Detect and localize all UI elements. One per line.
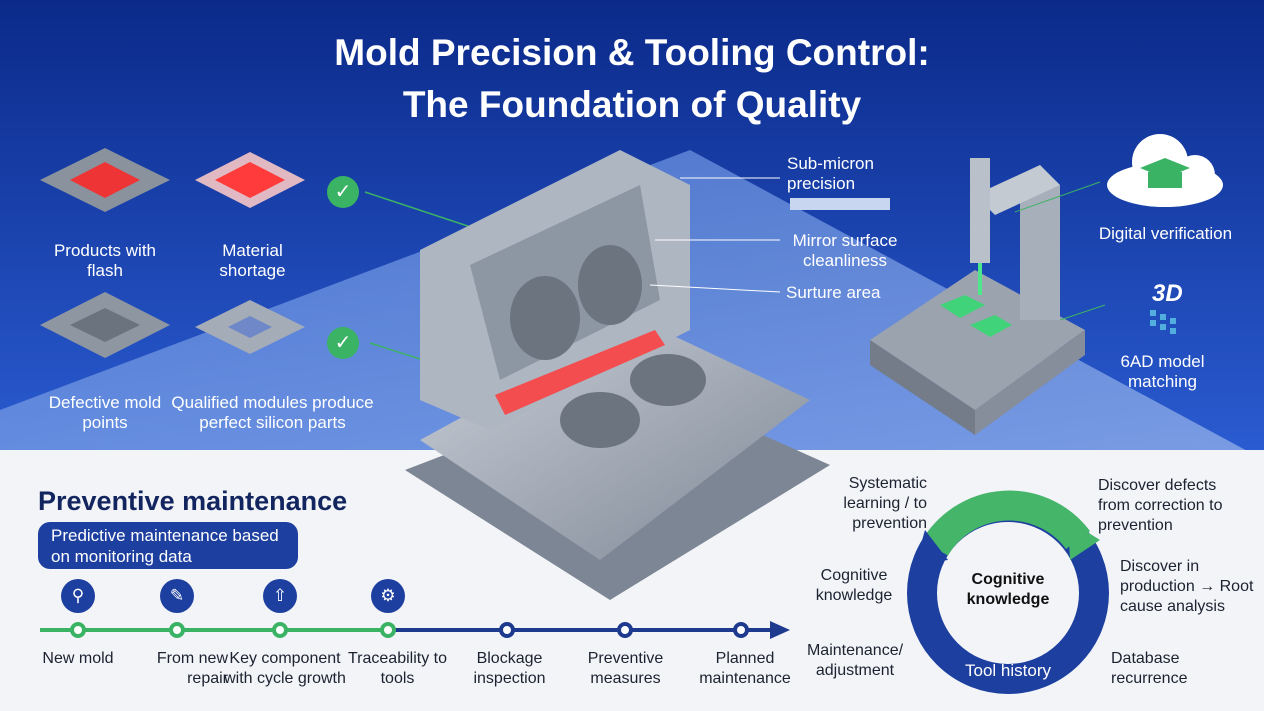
- page-title-line2: The Foundation of Quality: [402, 84, 862, 125]
- defect-label-flash: Products with flash: [53, 241, 157, 280]
- cycle-maintenance: Maintenance/ adjustment: [806, 642, 904, 679]
- defect-label-mold-points: Defective mold points: [48, 393, 162, 432]
- cycle-database: Database recurrence: [1111, 650, 1188, 687]
- 3d-badge: 3D: [1152, 280, 1183, 307]
- cycle-diagram: [907, 490, 1109, 694]
- step-new-mold: New mold: [42, 650, 114, 667]
- defective-mold-thumbnail: [40, 292, 170, 358]
- defect-label-shortage: Material shortage: [219, 241, 286, 280]
- step-preventive: Preventive measures: [587, 650, 664, 687]
- callout-surture-area: Surture area: [786, 283, 881, 302]
- timeline-node: [617, 622, 633, 638]
- step-blockage: Blockage inspection: [473, 650, 546, 687]
- timeline-node: [272, 622, 288, 638]
- timeline-node: [169, 622, 185, 638]
- edit-note-icon: ✎: [160, 579, 194, 613]
- check-icon: ✓: [327, 327, 359, 359]
- shortage-thumbnail: [195, 152, 305, 208]
- cycle-systematic: Systematic learning / to prevention: [843, 475, 927, 532]
- cloud-icon: [1107, 134, 1223, 207]
- step-planned: Planned maintenance: [699, 650, 791, 687]
- step-new-repair: From new repair: [156, 650, 228, 687]
- 3d-grid-icon: [1150, 310, 1176, 334]
- model-matching-label: 6AD model matching: [1120, 352, 1205, 391]
- cycle-discover-production: Discover in production → Root cause anal…: [1120, 558, 1254, 615]
- location-pin-icon: ⚲: [61, 579, 95, 613]
- page-title-line1: Mold Precision & Tooling Control:: [334, 32, 930, 73]
- callout-mirror-surface: Mirror surface cleanliness: [792, 231, 898, 270]
- check-icon: ✓: [327, 176, 359, 208]
- callout-sub-micron: Sub-micron precision: [787, 154, 874, 193]
- upgrade-arrow-icon: ⇧: [263, 579, 297, 613]
- predictive-pill: Predictive maintenance based on monitori…: [38, 522, 298, 569]
- precision-ruler: [790, 198, 890, 210]
- qualified-module-thumbnail: [195, 300, 305, 354]
- timeline-node: [499, 622, 515, 638]
- tool-tray-icon: ⚙: [371, 579, 405, 613]
- mold-illustration: [405, 150, 830, 600]
- flash-product-thumbnail: [40, 148, 170, 212]
- timeline-node: [380, 622, 396, 638]
- qualified-label: Qualified modules produce perfect silico…: [171, 393, 374, 432]
- inspection-machine-illustration: [870, 158, 1085, 435]
- timeline-node: [733, 622, 749, 638]
- cycle-tool-history: Tool history: [965, 661, 1051, 680]
- timeline-node: [70, 622, 86, 638]
- cycle-center-label: Cognitive knowledge: [966, 571, 1050, 608]
- cycle-cognitive: Cognitive knowledge: [815, 567, 893, 604]
- maintenance-title: Preventive maintenance: [38, 486, 348, 516]
- cycle-discover-defects: Discover defects from correction to prev…: [1098, 477, 1223, 534]
- digital-verification-label: Digital verification: [1098, 224, 1233, 243]
- step-traceability: Traceability to tools: [348, 650, 447, 687]
- timeline-arrowhead: [770, 621, 790, 639]
- step-key-component: Key component with cycle growth: [224, 650, 346, 687]
